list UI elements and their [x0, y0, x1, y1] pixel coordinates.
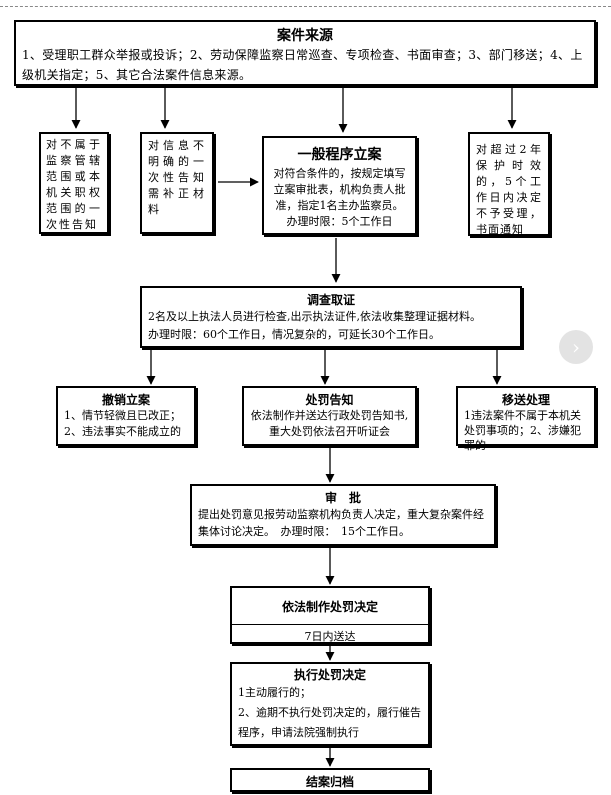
approval-box: 审 批 提出处罚意见报劳动监察机构负责人决定，重大复杂案件经集体讨论决定。 办理…: [190, 484, 496, 546]
chevron-right-icon: ›: [572, 335, 580, 359]
investigation-time: 办理时限：60个工作日，情况复杂的，可延长30个工作日。: [148, 328, 440, 341]
transfer-box: 移送处理 1违法案件不属于本机关处罚事项的；2、涉嫌犯罪的: [456, 386, 596, 452]
expired-box: 对超过2年保护时效的，5个工作日内决定不予受理，书面通知: [468, 132, 550, 236]
approval-text: 提出处罚意见报劳动监察机构负责人决定，重大复杂案件经集体讨论决定。 办理时限： …: [198, 508, 484, 538]
notice-title: 处罚告知: [305, 393, 354, 407]
transfer-text: 1违法案件不属于本机关处罚事项的；2、涉嫌犯罪的: [464, 409, 581, 452]
next-slide-button[interactable]: ›: [559, 330, 593, 364]
execute-item-2: 2、逾期不执行处罚决定的，履行催告程序，申请法院强制执行: [238, 706, 421, 739]
execute-item-1: 1主动履行的；: [238, 686, 311, 699]
revoke-item-2: 2、违法事实不能成立的: [64, 425, 181, 438]
filing-time: 办理时限：5个工作日: [286, 215, 393, 228]
revoke-item-1: 1、情节轻微且已改正；: [64, 409, 181, 422]
investigation-box: 调查取证 2名及以上执法人员进行检查,出示执法证件,依法收集整理证据材料。 办理…: [140, 286, 522, 348]
source-text: 1、受理职工群众举报或投诉；2、劳动保障监察日常巡查、专项检查、书面审查；3、部…: [22, 48, 583, 82]
decision-box: 依法制作处罚决定 7日内送达: [230, 586, 430, 644]
transfer-title: 移送处理: [501, 393, 550, 407]
decision-title: 依法制作处罚决定: [232, 588, 428, 625]
filing-text: 对符合条件的，按规定填写立案审批表，机构负责人批准，指定1名主办监察员。: [273, 167, 406, 212]
decision-text: 7日内送达: [304, 630, 356, 643]
out-of-jurisdiction-text: 对不属于监察管辖范围或本机关职权范围的一次性告知: [46, 138, 102, 231]
expired-text: 对超过2年保护时效的，5个工作日内决定不予受理，书面通知: [476, 143, 542, 236]
investigation-text: 2名及以上执法人员进行检查,出示执法证件,依法收集整理证据材料。: [148, 310, 481, 323]
source-title: 案件来源: [277, 28, 333, 44]
revoke-title: 撤销立案: [101, 393, 150, 407]
unclear-info-box: 对信息不明确的一次性告知需补正材料: [140, 132, 214, 234]
investigation-title: 调查取证: [306, 293, 355, 307]
filing-box: 一般程序立案 对符合条件的，按规定填写立案审批表，机构负责人批准，指定1名主办监…: [262, 136, 417, 235]
close-box: 结案归档: [230, 768, 430, 792]
filing-title: 一般程序立案: [297, 147, 382, 163]
unclear-info-text: 对信息不明确的一次性告知需补正材料: [148, 139, 206, 216]
notice-box: 处罚告知 依法制作并送达行政处罚告知书,重大处罚依法召开听证会: [242, 386, 417, 446]
revoke-box: 撤销立案 1、情节轻微且已改正； 2、违法事实不能成立的: [56, 386, 196, 446]
close-title: 结案归档: [305, 775, 354, 789]
out-of-jurisdiction-box: 对不属于监察管辖范围或本机关职权范围的一次性告知: [39, 132, 109, 234]
execute-title: 执行处罚决定: [293, 668, 366, 682]
source-box: 案件来源 1、受理职工群众举报或投诉；2、劳动保障监察日常巡查、专项检查、书面审…: [14, 20, 596, 86]
execute-box: 执行处罚决定 1主动履行的； 2、逾期不执行处罚决定的，履行催告程序，申请法院强…: [230, 662, 430, 746]
divider: [0, 6, 611, 7]
notice-text: 依法制作并送达行政处罚告知书,重大处罚依法召开听证会: [250, 409, 409, 438]
approval-title: 审 批: [324, 491, 361, 505]
